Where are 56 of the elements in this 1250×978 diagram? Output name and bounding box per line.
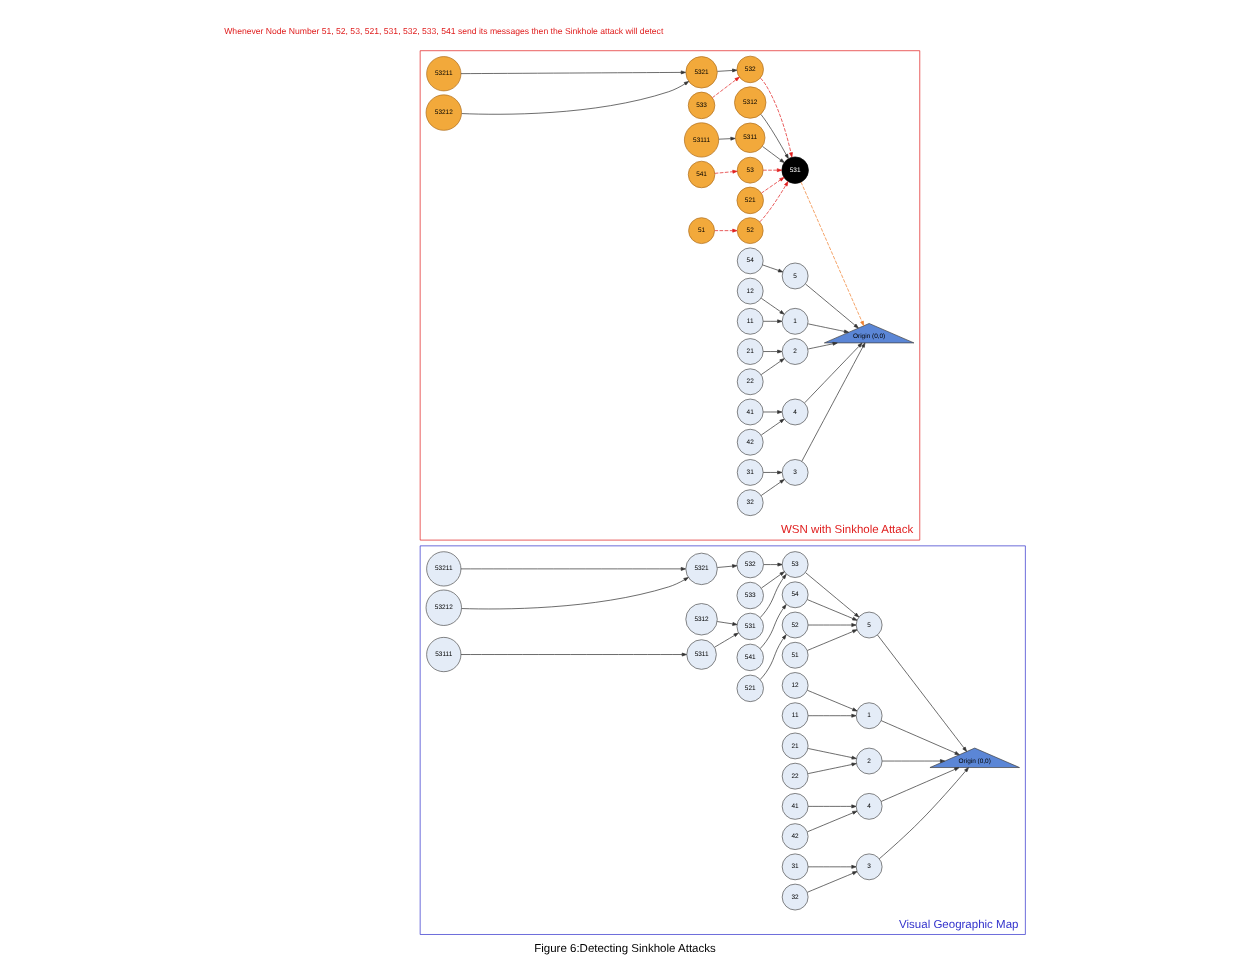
arrow: [761, 177, 785, 194]
arrow: [460, 652, 687, 657]
arrow: [760, 77, 793, 158]
arrow: [807, 804, 857, 809]
arrow: [807, 341, 838, 350]
arrow: [804, 342, 863, 404]
arrow: [718, 136, 736, 141]
arrow: [712, 76, 740, 98]
arrow: [714, 169, 738, 174]
arrow: [807, 713, 857, 718]
arrow: [800, 181, 865, 327]
arrow: [807, 810, 858, 833]
arrow: [714, 228, 738, 233]
arrow: [807, 629, 858, 651]
arrow: [714, 632, 739, 648]
arrow: [761, 571, 785, 589]
arrow: [762, 146, 785, 163]
arrow: [717, 564, 738, 568]
arrow: [807, 323, 849, 334]
arrow: [760, 479, 785, 496]
arrow: [807, 762, 857, 774]
arrow: [716, 621, 738, 626]
arrow: [807, 871, 858, 893]
arrow: [805, 283, 859, 329]
arrow: [880, 767, 960, 802]
arrow: [759, 574, 787, 618]
arrow: [460, 70, 686, 75]
arrow: [880, 720, 960, 755]
arrow: [878, 767, 969, 860]
arrow: [760, 358, 785, 375]
arrow: [877, 634, 967, 752]
arrow: [760, 604, 787, 649]
arrow: [717, 68, 738, 73]
arrow: [801, 342, 866, 462]
arrow: [762, 470, 783, 475]
arrow: [807, 748, 857, 760]
arrow: [759, 181, 789, 223]
arrow: [460, 567, 686, 571]
arrow: [760, 634, 787, 680]
arrow: [762, 264, 784, 273]
arrow: [461, 81, 689, 115]
arrow: [760, 114, 789, 159]
arrow: [805, 572, 860, 618]
arrow: [762, 319, 783, 324]
arrow: [461, 577, 689, 610]
arrow: [807, 690, 858, 712]
arrow: [807, 864, 857, 869]
arrow: [762, 168, 782, 173]
arrow: [760, 297, 785, 315]
arrow: [760, 418, 785, 436]
arrow: [881, 759, 946, 763]
arrow: [763, 562, 783, 567]
arrow: [762, 410, 783, 414]
arrow: [807, 623, 857, 627]
arrow: [807, 599, 858, 621]
arrow: [762, 349, 783, 354]
